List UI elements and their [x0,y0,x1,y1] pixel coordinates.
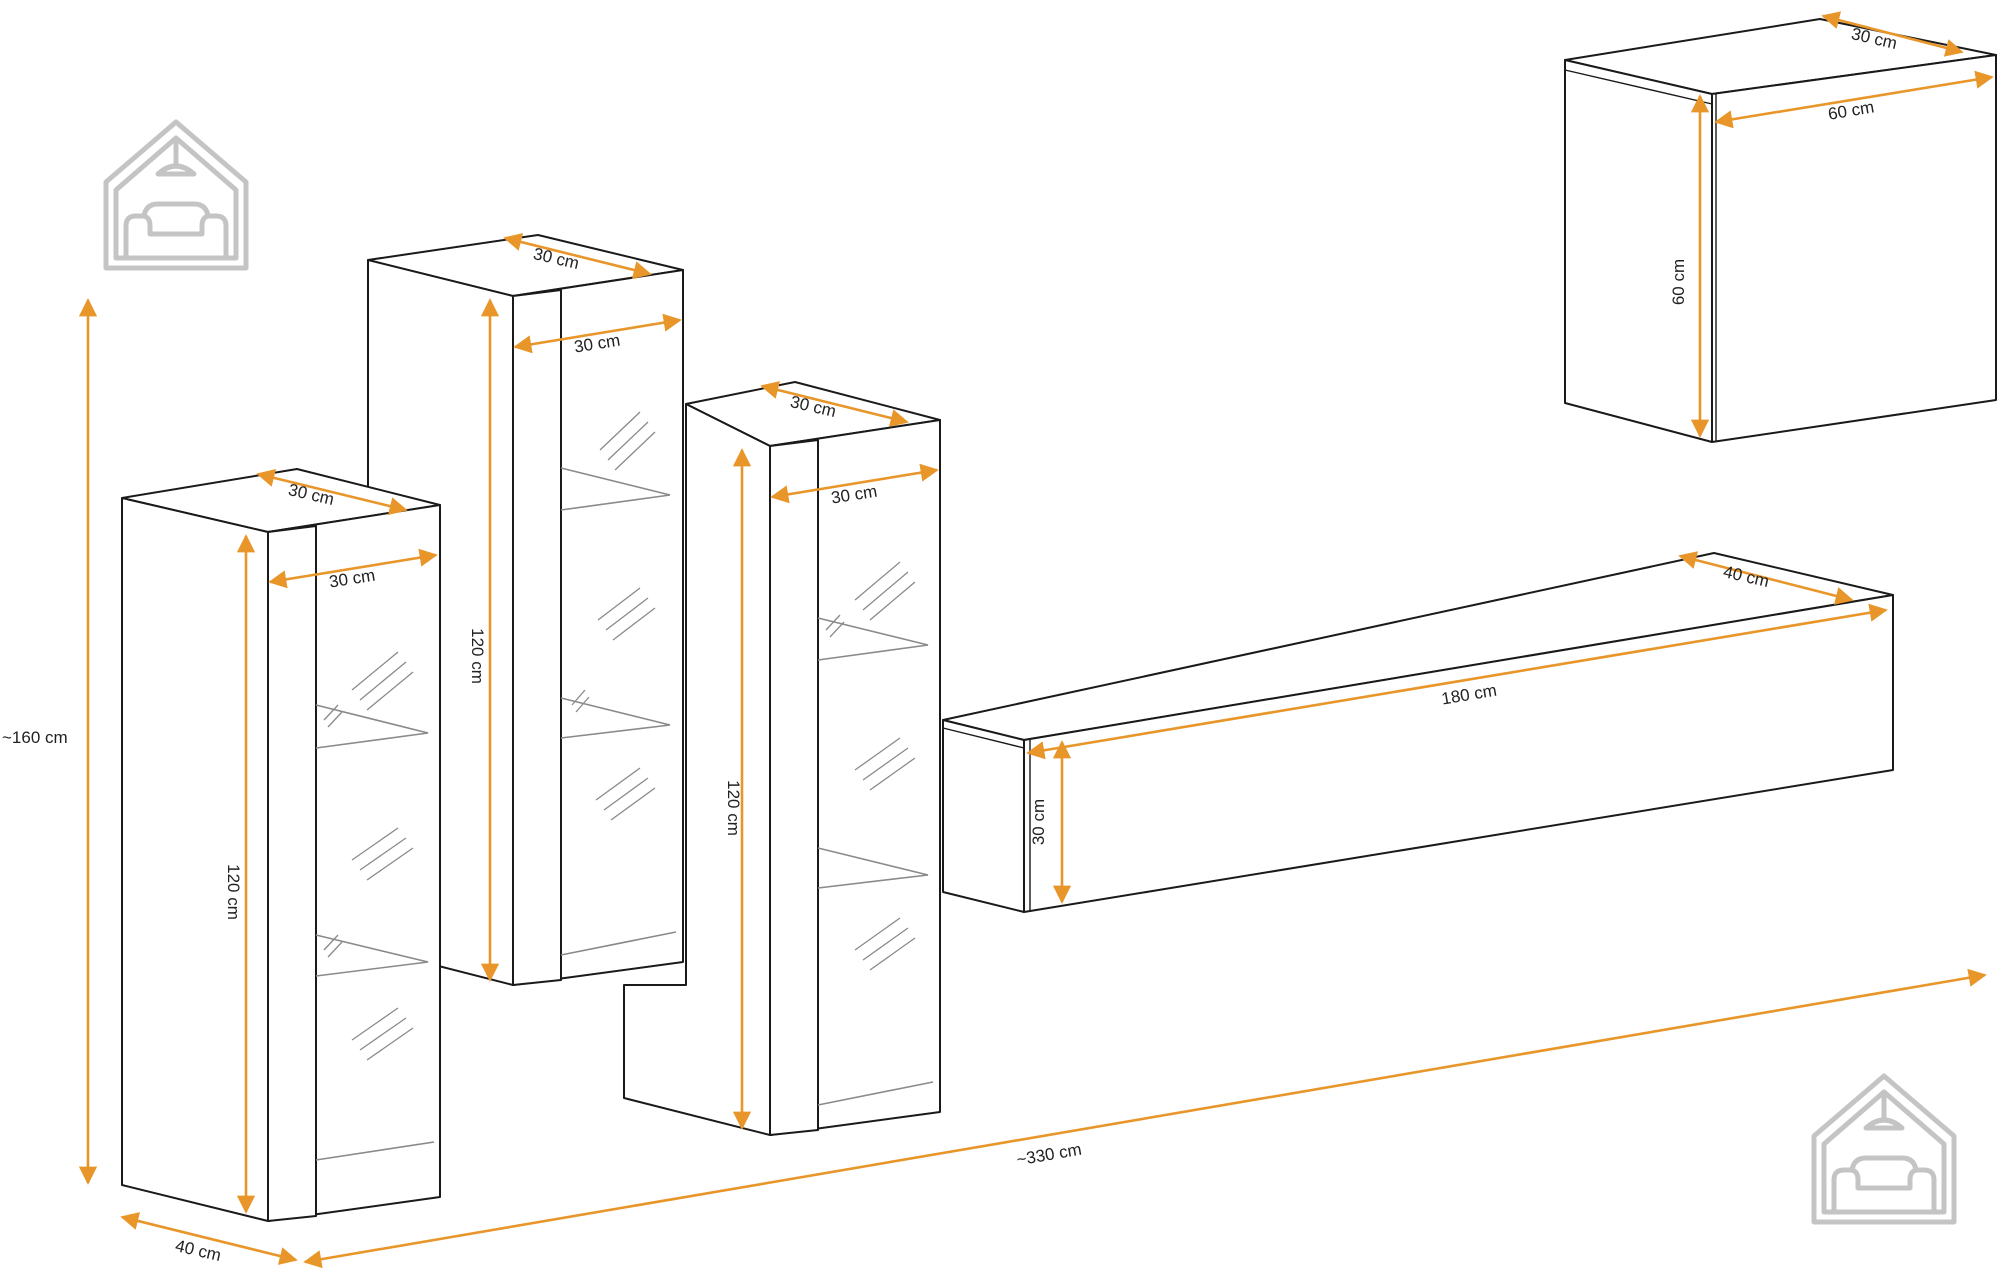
house-sofa-icon [106,122,246,268]
dimension-labels: ~160 cm ~330 cm 40 cm 30 cm 30 cm 120 cm… [2,24,1899,1265]
wall-box-cabinet [1564,18,1997,443]
dimension-lines [78,11,1994,1269]
lowboard-height-label: 30 cm [1029,799,1048,845]
overall-height-label: ~160 cm [2,728,68,747]
house-sofa-icon [1814,1076,1954,1222]
cab2-height-label: 120 cm [468,628,487,684]
overall-width-label: ~330 cm [1015,1140,1083,1170]
cab1-height-label: 120 cm [224,864,243,920]
tall-cabinet-1 [121,468,441,1222]
lowboard-cabinet [942,552,1894,913]
cab3-height-label: 120 cm [724,780,743,836]
wallbox-height-label: 60 cm [1669,259,1688,305]
